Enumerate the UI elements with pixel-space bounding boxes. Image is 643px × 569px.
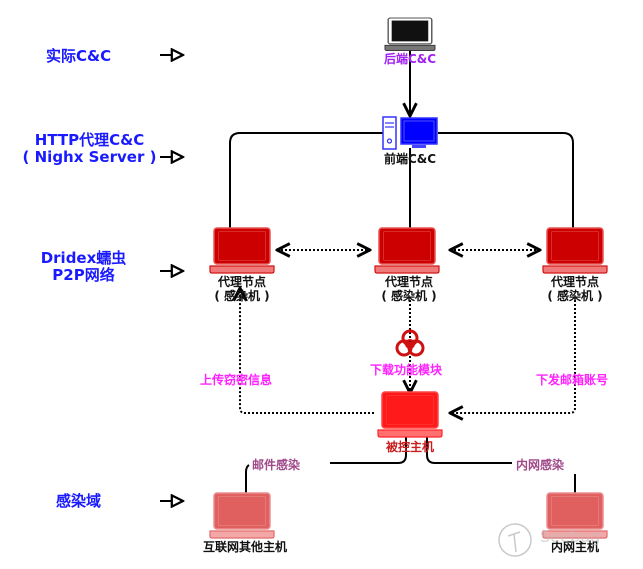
side-label-p2p: Dridex蠕虫 P2P网络 <box>36 249 131 285</box>
side-label-http-proxy-line2: ( Nighx Server ) <box>22 148 157 167</box>
proxy-center-label: 代理节点 ( 感染机 ) <box>367 275 451 304</box>
victim-host-laptop-icon <box>377 391 443 438</box>
victim-to-intranet-link <box>426 437 512 464</box>
proxy-left-label: 代理节点 ( 感染机 ) <box>200 275 284 304</box>
proxy-center-label-line2: ( 感染机 ) <box>381 288 437 303</box>
proxy-right-label-line1: 代理节点 <box>550 275 599 289</box>
side-label-http-proxy-line1: HTTP代理C&C <box>34 131 145 149</box>
send-email-accounts-link <box>450 300 576 413</box>
side-label-actual-cc: 实际C&C <box>46 47 112 65</box>
intranet-infection-label: 内网感染 <box>514 458 567 473</box>
side-label-infection-domain: 感染域 <box>56 492 102 510</box>
watermark-text: Seebug <box>540 527 601 546</box>
upload-stolen-label: 上传窃密信息 <box>200 373 273 387</box>
biohazard-icon <box>395 329 425 357</box>
victim-to-internet-link <box>330 437 407 464</box>
side-label-p2p-line1: Dridex蠕虫 <box>40 249 127 267</box>
intranet-host-laptop-icon <box>542 492 608 539</box>
frontend-cc-desktop-icon <box>382 116 438 150</box>
dotted-links <box>240 250 576 414</box>
backend-cc-laptop-icon <box>384 17 436 51</box>
side-arrows <box>160 55 183 501</box>
send-email-accounts-label: 下发邮箱账号 <box>536 373 609 387</box>
frontend-cc-label: 前端C&C <box>383 152 437 166</box>
proxy-center-laptop-icon <box>374 227 440 274</box>
email-infection-link <box>245 464 250 494</box>
proxy-left-label-line2: ( 感染机 ) <box>214 288 270 303</box>
side-label-p2p-line2: P2P网络 <box>52 266 115 285</box>
proxy-center-label-line1: 代理节点 <box>384 275 433 289</box>
watermark-logo-icon <box>498 523 532 557</box>
proxy-right-label-line2: ( 感染机 ) <box>547 288 603 303</box>
internet-hosts-label: 互联网其他主机 <box>202 540 287 554</box>
upload-stolen-link <box>240 288 374 414</box>
backend-cc-label: 后端C&C <box>383 52 437 66</box>
victim-host-label: 被控主机 <box>385 440 434 454</box>
internet-host-laptop-icon <box>209 492 275 539</box>
proxy-left-laptop-icon <box>209 227 275 274</box>
frontend-to-proxy-right-link <box>438 132 574 229</box>
frontend-to-proxy-left-link <box>229 132 383 229</box>
email-infection-label: 邮件感染 <box>250 458 303 473</box>
proxy-right-laptop-icon <box>542 227 608 274</box>
intranet-host-label: 内网主机 <box>550 540 599 554</box>
download-modules-label: 下载功能模块 <box>370 363 443 377</box>
proxy-right-label: 代理节点 ( 感染机 ) <box>533 275 617 304</box>
side-label-http-proxy: HTTP代理C&C ( Nighx Server ) <box>22 131 157 167</box>
solid-links <box>229 50 576 494</box>
proxy-left-label-line1: 代理节点 <box>217 275 266 289</box>
